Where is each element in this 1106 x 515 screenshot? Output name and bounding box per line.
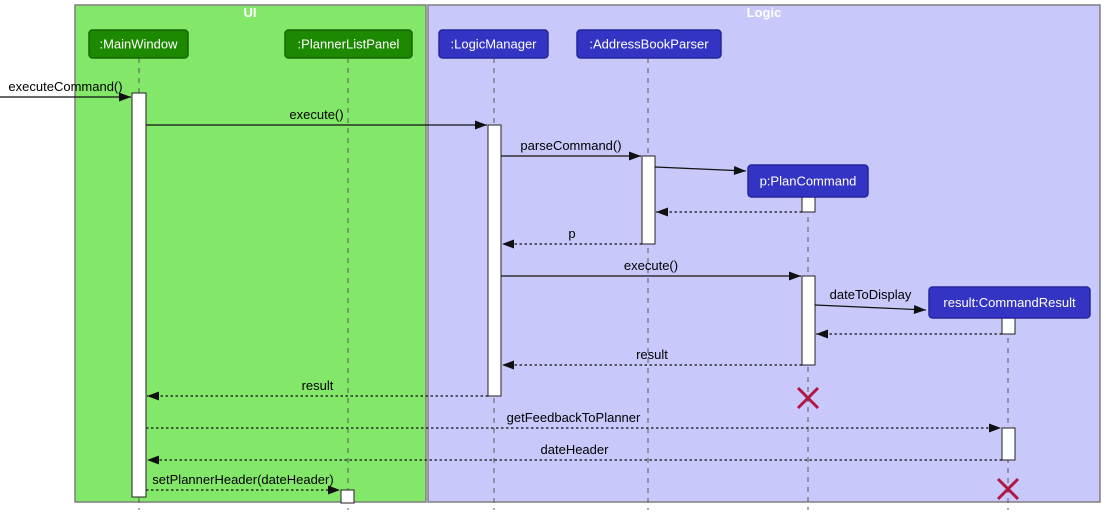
message-arrowhead-return-commandresult-ctor (816, 329, 828, 339)
activation-mainwindow-main (131, 92, 147, 498)
message-arrowhead-setplannerheader (328, 485, 340, 495)
participant-box-addressbookparser (576, 29, 722, 59)
frame-title-logic: Logic (747, 5, 782, 20)
activation-plancommand-ctor (801, 196, 816, 213)
message-label-datetodisplay: dateToDisplay (830, 287, 912, 302)
message-label-execute-1: execute() (289, 107, 343, 122)
participant-label-commandresult: result:CommandResult (943, 295, 1076, 310)
message-arrowhead-return-dateheader (147, 455, 159, 465)
message-label-execute-2: execute() (624, 258, 678, 273)
destroy-x-icon-commandresult (996, 477, 1020, 501)
message-label-getfeedbacktoplanner: getFeedbackToPlanner (507, 410, 641, 425)
participant-label-logicmanager: :LogicManager (451, 37, 538, 52)
message-arrowhead-return-p (502, 239, 514, 249)
participant-label-mainwindow: :MainWindow (99, 37, 178, 52)
message-label-executecommand-found: executeCommand() (8, 79, 122, 94)
message-arrowhead-return-plancommand-ctor (656, 207, 668, 217)
message-label-return-result-1: result (636, 347, 668, 362)
participant-box-mainwindow (88, 29, 189, 59)
frame-logic (427, 4, 1101, 503)
participant-label-plannerlistpanel: :PlannerListPanel (298, 37, 400, 52)
message-arrowhead-getfeedbacktoplanner (989, 423, 1001, 433)
message-label-return-dateheader: dateHeader (541, 442, 610, 457)
message-arrowhead-return-result-1 (502, 360, 514, 370)
message-arrowhead-datetodisplay (913, 305, 926, 314)
message-arrowhead-parsecommand (629, 151, 641, 161)
message-arrowhead-executecommand-found (119, 92, 131, 102)
message-line-datetodisplay (814, 304, 927, 311)
message-arrowhead-execute-2 (789, 271, 801, 281)
participant-label-plancommand: p:PlanCommand (760, 174, 857, 189)
activation-addressbookparser-parse (641, 155, 656, 245)
activation-plannerlistpanel-setheader (340, 489, 355, 504)
participant-box-commandresult (928, 286, 1091, 319)
activation-commandresult-feedback (1001, 427, 1016, 461)
message-arrowhead-return-result-2 (147, 391, 159, 401)
message-label-return-p: p (568, 226, 575, 241)
activation-logicmanager-execute (487, 124, 502, 397)
destroy-x-icon-plancommand (796, 386, 820, 410)
activation-commandresult-ctor (1001, 317, 1016, 335)
frame-title-ui: UI (244, 5, 257, 20)
activation-plancommand-execute (801, 275, 816, 366)
participant-label-addressbookparser: :AddressBookParser (589, 37, 709, 52)
message-line-create-plancommand (654, 166, 747, 172)
participant-box-plannerlistpanel (284, 29, 413, 59)
message-label-return-result-2: result (302, 378, 334, 393)
message-arrowhead-create-plancommand (733, 166, 746, 175)
message-label-setplannerheader: setPlannerHeader(dateHeader) (152, 472, 333, 487)
message-label-parsecommand: parseCommand() (520, 138, 621, 153)
participant-box-plancommand (747, 164, 869, 198)
participant-box-logicmanager (438, 29, 549, 59)
message-arrowhead-execute-1 (475, 120, 487, 130)
